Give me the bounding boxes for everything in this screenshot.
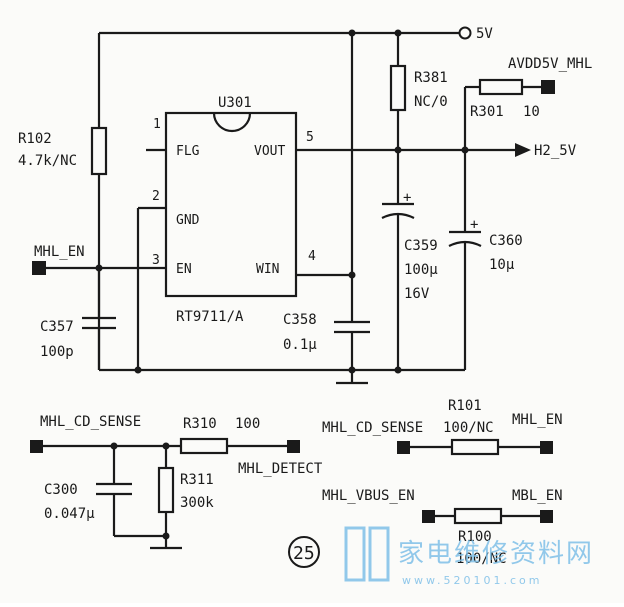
supply-rail-5v: 5V [99, 26, 493, 42]
watermark-logo-icon [344, 526, 366, 582]
connector-avdd5v [541, 80, 555, 94]
r100-branch: MHL_VBUS_EN MBL_EN R100 100/NC [322, 488, 563, 567]
c357-ref: C357 [40, 319, 74, 335]
mhl-en-label-2: MHL_EN [512, 412, 563, 428]
c357-value: 100p [40, 344, 74, 360]
pin1-num: 1 [153, 117, 161, 132]
c300-value: 0.047μ [44, 506, 95, 522]
r310-ref: R310 [183, 416, 217, 432]
c360-polarity: + [470, 217, 478, 233]
connector-mhl-en [32, 261, 46, 275]
r381-branch: R381 NC/0 [389, 33, 448, 204]
label-5v: 5V [476, 26, 493, 42]
pin4-name: WIN [256, 262, 279, 277]
mhl-detect-label: MHL_DETECT [238, 461, 323, 477]
r102-value: 4.7k/NC [18, 153, 77, 169]
c359-ref: C359 [404, 238, 438, 254]
capacitor-c358: C358 0.1μ [283, 33, 370, 383]
r310-value: 100 [235, 416, 260, 432]
r381-value: NC/0 [414, 94, 448, 110]
connector-mhl-detect [287, 440, 300, 453]
resistor-r301 [478, 78, 524, 96]
r100-value: 100/NC [456, 551, 507, 567]
ground-rail [99, 366, 465, 385]
c359-polarity: + [403, 190, 411, 206]
connector-r101-right [540, 441, 553, 454]
ic-part: RT9711/A [176, 309, 244, 325]
r102-branch: R102 4.7k/NC [18, 33, 108, 370]
resistor-r100 [453, 507, 503, 525]
figure-number-text: 25 [293, 543, 315, 564]
r311-value: 300k [180, 495, 214, 511]
connector-r101-left [397, 441, 410, 454]
watermark-url: www.520101.com [402, 574, 542, 587]
terminal-5v [458, 26, 472, 40]
pin5-num: 5 [306, 130, 314, 145]
pin3-num: 3 [152, 253, 160, 268]
r101-value: 100/NC [443, 420, 494, 436]
ic-notch [212, 112, 252, 133]
r101-branch: MHL_CD_SENSE R101 100/NC MHL_EN [322, 398, 563, 456]
resistor-r102 [90, 126, 108, 176]
r381-ref: R381 [414, 70, 448, 86]
mhl-en-label: MHL_EN [34, 244, 85, 260]
figure-number: 25 [288, 536, 320, 568]
r301-value: 10 [523, 104, 540, 120]
watermark: 家电维修资料网 www.520101.com [344, 526, 594, 587]
r301-branch: R301 10 AVDD5V_MHL [463, 56, 592, 150]
pin2-num: 2 [152, 189, 160, 204]
c358-value: 0.1μ [283, 337, 317, 353]
ic-body [164, 111, 298, 298]
cd-sense-circuit: MHL_CD_SENSE R310 100 MHL_DETECT C300 0.… [30, 414, 323, 550]
pin4-num: 4 [308, 249, 316, 264]
cd-sense-label: MHL_CD_SENSE [40, 414, 141, 430]
resistor-r311 [157, 466, 175, 514]
connector-cd-sense [30, 440, 43, 453]
c359-rating: 16V [404, 286, 430, 302]
cd-sense-label-2: MHL_CD_SENSE [322, 420, 423, 436]
arrow-icon [515, 143, 531, 157]
c359-value: 100μ [404, 262, 438, 278]
r102-ref: R102 [18, 131, 52, 147]
avdd5v-label: AVDD5V_MHL [508, 56, 592, 72]
resistor-r381 [389, 64, 407, 112]
r311-ref: R311 [180, 472, 214, 488]
capacitor-c357: C357 100p [40, 268, 116, 370]
pin2-name: GND [176, 213, 200, 228]
h2-5v-output: H2_5V [515, 143, 577, 159]
c300-ref: C300 [44, 482, 78, 498]
ic-u301: U301 RT9711/A 1 FLG 2 GND 3 EN 5 VOUT 4 … [136, 95, 515, 370]
ic-ref: U301 [218, 95, 252, 111]
vbus-en-label: MHL_VBUS_EN [322, 488, 415, 504]
pin1-name: FLG [176, 144, 200, 159]
watermark-name: 家电维修资料网 [398, 539, 594, 569]
mbl-en-label: MBL_EN [512, 488, 563, 504]
c360-value: 10μ [489, 257, 515, 273]
resistor-r310 [179, 437, 229, 455]
connector-r100-left [422, 510, 435, 523]
r100-ref: R100 [458, 529, 492, 545]
r101-ref: R101 [448, 398, 482, 414]
h2-5v-label: H2_5V [534, 143, 577, 159]
pin3-name: EN [176, 262, 192, 277]
capacitor-c359: + C359 100μ 16V [381, 190, 438, 370]
c358-ref: C358 [283, 312, 317, 328]
c360-ref: C360 [489, 233, 523, 249]
resistor-r101 [450, 438, 500, 456]
r301-ref: R301 [470, 104, 504, 120]
c360-branch: + C360 10μ [448, 146, 523, 370]
connector-r100-right [540, 510, 553, 523]
pin5-name: VOUT [254, 144, 285, 159]
